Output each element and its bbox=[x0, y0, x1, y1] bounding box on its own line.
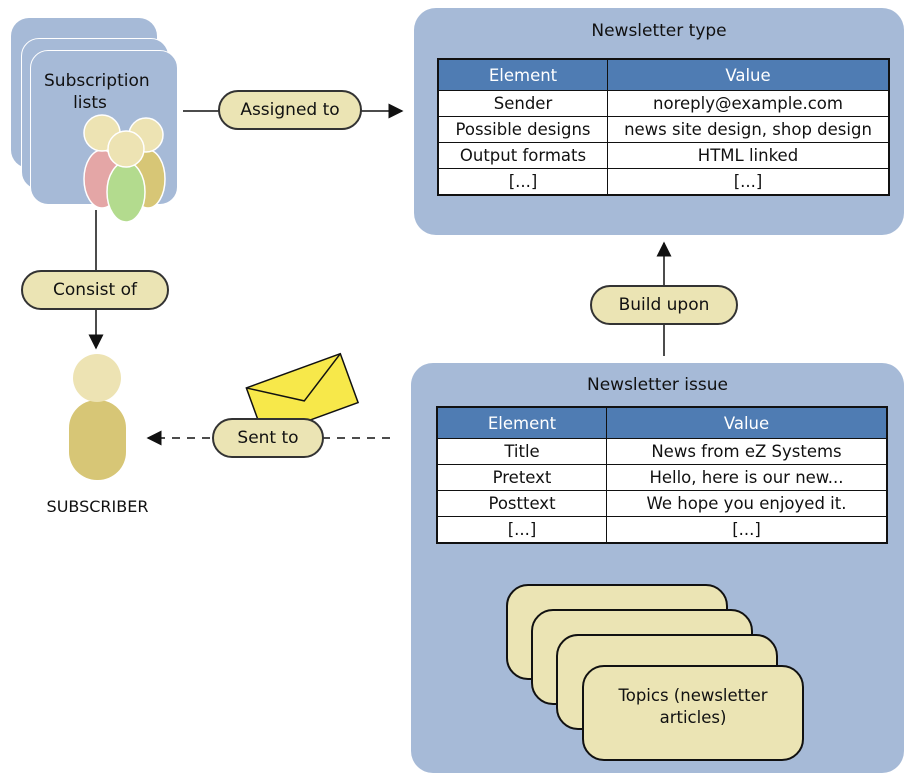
table-row: [...] [...] bbox=[437, 516, 887, 543]
value-cell: Hello, here is our new... bbox=[606, 464, 887, 491]
table-row: Possible designs news site design, shop … bbox=[438, 116, 889, 143]
element-cell: Pretext bbox=[437, 464, 607, 491]
column-header-value: Value bbox=[606, 407, 887, 439]
element-cell: [...] bbox=[437, 516, 607, 543]
newsletter-type-title: Newsletter type bbox=[591, 21, 727, 41]
table-row: Title News from eZ Systems bbox=[437, 438, 887, 465]
build-upon-pill: Build upon bbox=[590, 285, 738, 325]
column-header-element: Element bbox=[438, 59, 608, 91]
table-row: Output formats HTML linked bbox=[438, 142, 889, 169]
subscriber-label: SUBSCRIBER bbox=[46, 497, 149, 516]
subscription-lists-label: Subscription lists bbox=[44, 71, 150, 113]
column-header-value: Value bbox=[607, 59, 889, 91]
value-cell: [...] bbox=[606, 516, 887, 543]
value-cell: [...] bbox=[607, 168, 889, 195]
topic-card-front: Topics (newsletter articles) bbox=[582, 665, 804, 761]
value-cell: News from eZ Systems bbox=[606, 438, 887, 465]
element-cell: Output formats bbox=[438, 142, 608, 169]
topics-label: Topics (newsletter articles) bbox=[618, 686, 768, 727]
newsletter-issue-table: Element Value Title News from eZ Systems… bbox=[436, 406, 888, 544]
assigned-to-pill: Assigned to bbox=[218, 90, 362, 130]
consist-of-pill: Consist of bbox=[21, 270, 169, 310]
value-cell: We hope you enjoyed it. bbox=[606, 490, 887, 517]
element-cell: Possible designs bbox=[438, 116, 608, 143]
value-cell: HTML linked bbox=[607, 142, 889, 169]
sent-to-pill: Sent to bbox=[212, 418, 324, 458]
element-cell: Title bbox=[437, 438, 607, 465]
element-cell: Sender bbox=[438, 90, 608, 117]
value-cell: noreply@example.com bbox=[607, 90, 889, 117]
element-cell: [...] bbox=[438, 168, 608, 195]
newsletter-issue-title: Newsletter issue bbox=[587, 375, 728, 395]
value-cell: news site design, shop design bbox=[607, 116, 889, 143]
element-cell: Posttext bbox=[437, 490, 607, 517]
table-row: [...] [...] bbox=[438, 168, 889, 195]
table-row: Posttext We hope you enjoyed it. bbox=[437, 490, 887, 517]
table-row: Sender noreply@example.com bbox=[438, 90, 889, 117]
newsletter-type-table: Element Value Sender noreply@example.com… bbox=[437, 58, 890, 196]
column-header-element: Element bbox=[437, 407, 607, 439]
table-row: Pretext Hello, here is our new... bbox=[437, 464, 887, 491]
